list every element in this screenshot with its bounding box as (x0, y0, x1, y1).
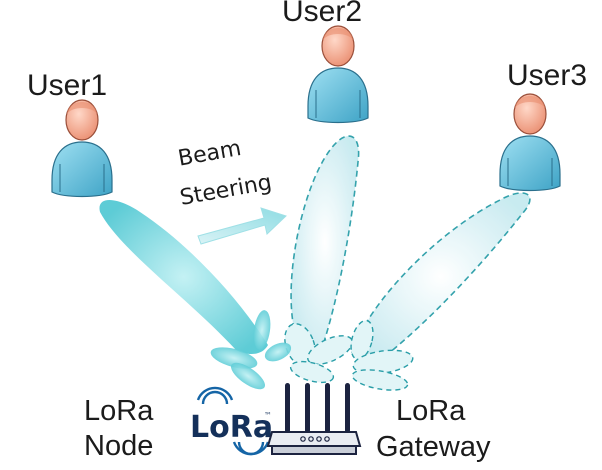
beam-steering-line1: Beam (176, 136, 243, 172)
user3: User3 (499, 59, 587, 192)
steered-beam-user3 (350, 192, 531, 361)
steering-arrow-icon (197, 207, 287, 245)
steered-sidelobes (284, 319, 414, 391)
lora-node-line1: LoRa (84, 395, 154, 427)
lora-logo-text: LoRa (190, 410, 273, 445)
person-icon (307, 25, 369, 124)
beam-steering-label: Beam Steering (176, 136, 274, 211)
user1-label: User1 (27, 69, 107, 102)
person-icon (51, 99, 113, 198)
beam-steering-line2: Steering (178, 170, 274, 211)
lora-node-label: LoRa Node (84, 395, 154, 462)
steered-beam-user2 (290, 135, 360, 349)
lora-gateway-line2: Gateway (376, 431, 491, 463)
main-beam-user1 (99, 200, 292, 390)
lora-gateway-label: LoRa Gateway (376, 395, 491, 463)
lora-gateway-line1: LoRa (396, 395, 466, 427)
user3-label: User3 (507, 59, 587, 92)
lora-logo-tm: ™ (264, 411, 272, 420)
user2: User2 (282, 0, 369, 124)
lora-logo-icon: LoRa ™ (190, 386, 273, 456)
lora-node-line2: Node (84, 430, 153, 462)
user2-label: User2 (282, 0, 362, 28)
gateway-router-icon (266, 383, 362, 455)
person-icon (499, 93, 561, 192)
user1: User1 (27, 69, 113, 198)
